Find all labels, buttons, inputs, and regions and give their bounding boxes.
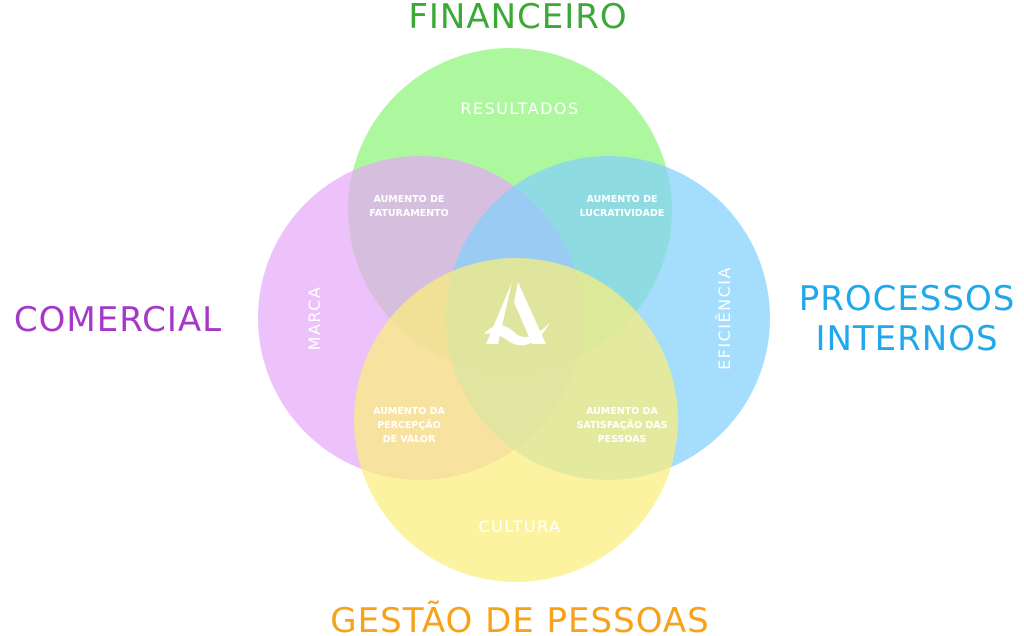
label-resultados: RESULTADOS — [460, 99, 579, 118]
title-processos-line1: PROCESSOS — [799, 279, 1016, 319]
overlap-bottom-right: AUMENTO DA SATISFAÇÃO DAS PESSOAS — [577, 406, 668, 445]
overlap-label-line: SATISFAÇÃO DAS — [577, 420, 668, 431]
overlap-label-line: FATURAMENTO — [369, 208, 448, 219]
circle-cultura — [354, 258, 678, 582]
overlap-label-line: PESSOAS — [598, 434, 647, 445]
title-gestao-pessoas: GESTÃO DE PESSOAS — [330, 601, 709, 636]
overlap-label-line: LUCRATIVIDADE — [580, 208, 665, 219]
overlap-top-right: AUMENTO DE LUCRATIVIDADE — [580, 194, 665, 219]
overlap-bottom-left: AUMENTO DA PERCEPÇÃO DE VALOR — [373, 406, 445, 445]
overlap-label-line: AUMENTO DA — [586, 406, 658, 417]
overlap-label-line: AUMENTO DE — [374, 194, 445, 205]
label-cultura: CULTURA — [479, 517, 562, 536]
label-marca: MARCA — [305, 286, 324, 351]
title-comercial: COMERCIAL — [14, 300, 222, 340]
overlap-label-line: AUMENTO DA — [373, 406, 445, 417]
overlap-label-line: PERCEPÇÃO — [377, 420, 441, 431]
circles — [258, 48, 770, 582]
overlap-top-left: AUMENTO DE FATURAMENTO — [369, 194, 448, 219]
brand-logo-icon — [484, 282, 550, 346]
overlap-label-line: AUMENTO DE — [587, 194, 658, 205]
overlap-label-line: DE VALOR — [383, 434, 437, 445]
title-processos-line2: INTERNOS — [815, 319, 998, 359]
label-eficiencia: EFICIÊNCIA — [715, 266, 734, 370]
title-financeiro: FINANCEIRO — [408, 0, 627, 37]
